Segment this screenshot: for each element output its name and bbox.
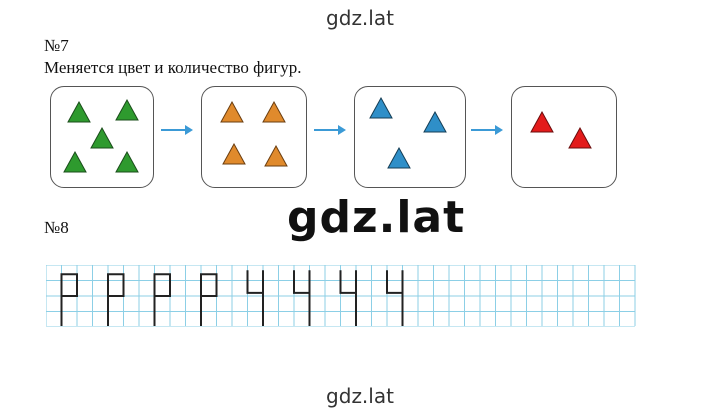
triangle-icon xyxy=(530,111,554,133)
figure-box-orange xyxy=(201,86,307,188)
figure-box-red xyxy=(511,86,617,188)
triangle-icon xyxy=(262,101,286,123)
arrow-right-icon xyxy=(314,125,346,135)
triangle-icon xyxy=(222,143,246,165)
task-7-description: Меняется цвет и количество фигур. xyxy=(44,58,302,77)
figure-box-blue xyxy=(354,86,466,188)
pattern-letter xyxy=(339,270,357,326)
triangle-icon xyxy=(67,101,91,123)
triangle-icon xyxy=(220,101,244,123)
triangle-icon xyxy=(264,145,288,167)
pattern-letter xyxy=(153,273,171,326)
watermark-top: gdz.lat xyxy=(326,6,394,30)
triangle-icon xyxy=(90,127,114,149)
pattern-letter xyxy=(60,273,78,326)
triangle-icon xyxy=(568,127,592,149)
triangle-icon xyxy=(423,111,447,133)
triangle-icon xyxy=(115,99,139,121)
task-7-number: №7 xyxy=(44,36,69,55)
pattern-letter xyxy=(386,270,404,326)
pattern-letter xyxy=(200,273,218,326)
pattern-letter xyxy=(293,270,311,326)
figure-box-green xyxy=(50,86,154,188)
triangle-icon xyxy=(387,147,411,169)
writing-grid xyxy=(46,265,636,327)
pattern-letter xyxy=(107,273,125,326)
watermark-center: gdz.lat xyxy=(287,192,466,243)
arrow-right-icon xyxy=(161,125,193,135)
triangle-icon xyxy=(369,97,393,119)
arrow-right-icon xyxy=(471,125,503,135)
pattern-letter xyxy=(246,270,264,326)
triangle-icon xyxy=(115,151,139,173)
triangle-icon xyxy=(63,151,87,173)
watermark-bottom: gdz.lat xyxy=(326,384,394,408)
task-8-number: №8 xyxy=(44,218,69,237)
